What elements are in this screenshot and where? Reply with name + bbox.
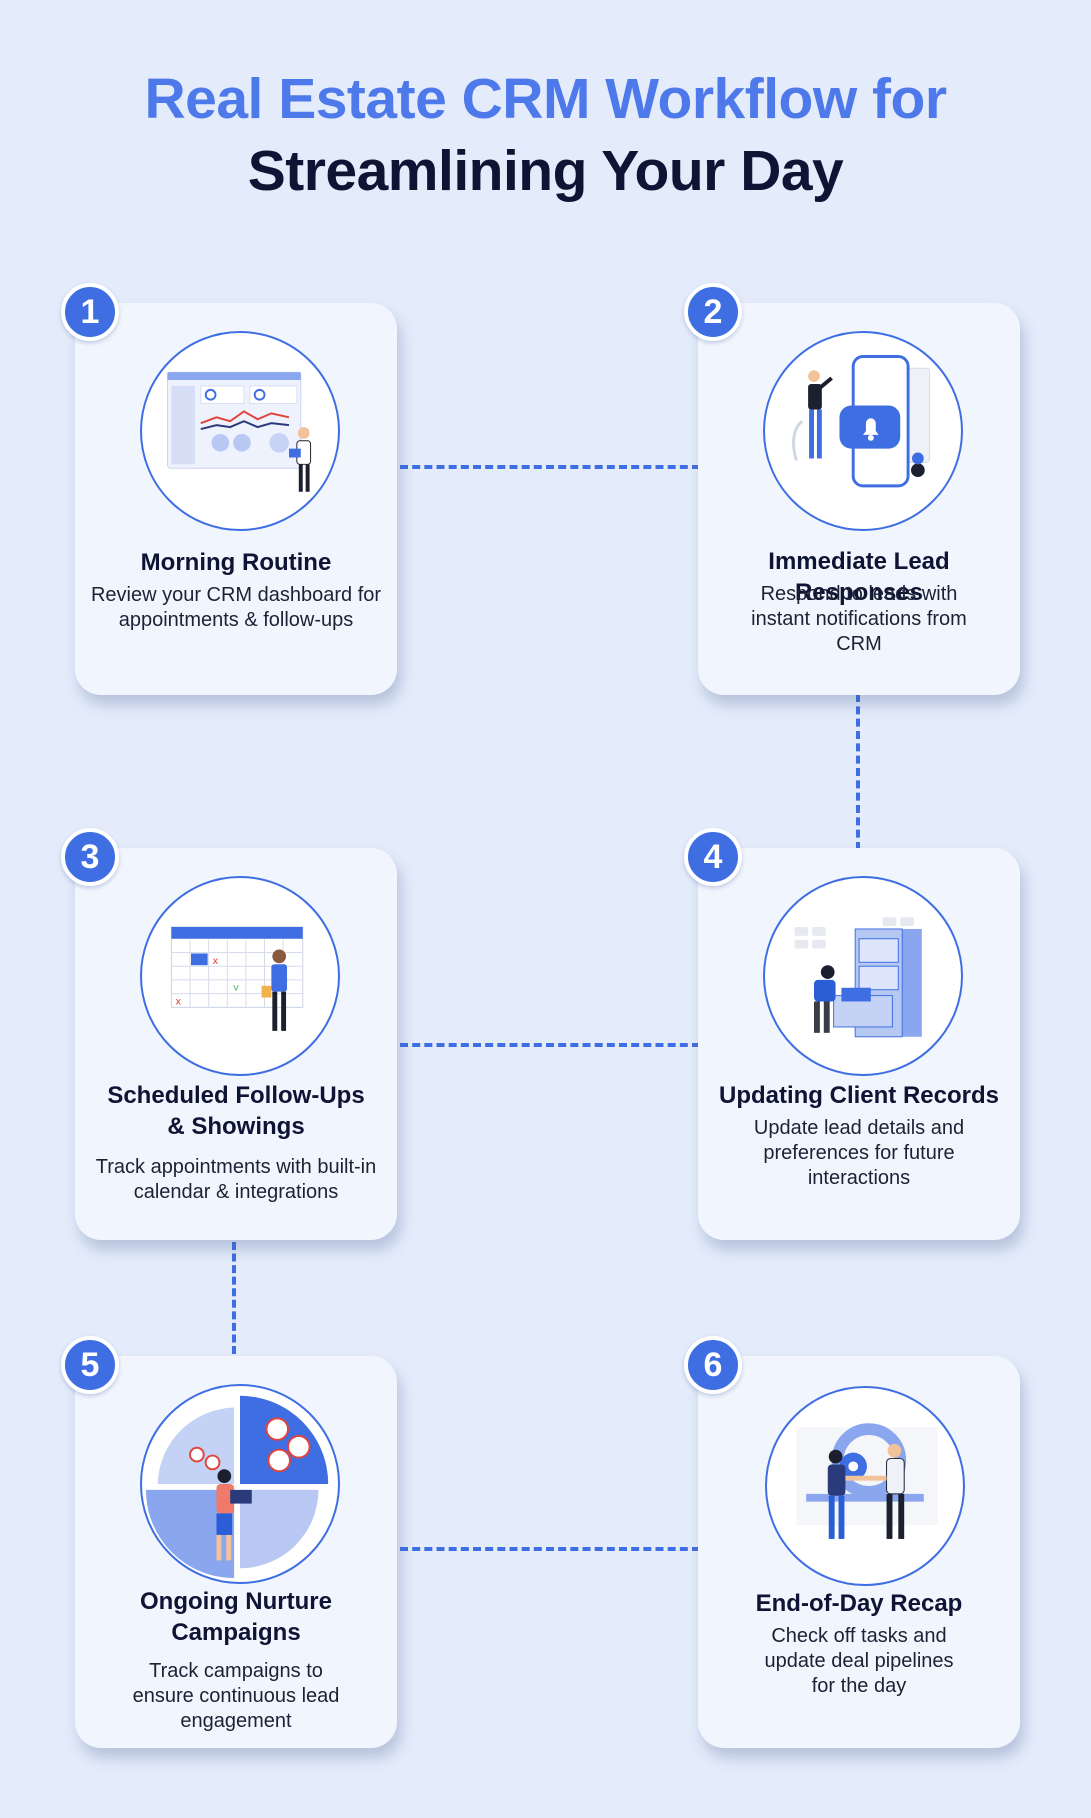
connector-1-2 [400,465,700,469]
step-title: Updating Client Records [718,1082,1000,1109]
connector-3-5 [232,1242,236,1354]
step-title: End-of-Day Recap [755,1590,963,1617]
step-card-2: 2 Immediate Lead Responses Respond to le… [684,283,1020,695]
svg-text:x: x [213,956,219,967]
step-card-4: 4 Updating Client Records Update lead de… [684,828,1020,1240]
title-line-1: Real Estate CRM Workflow for [144,67,947,131]
step-description: Update lead details and preferences for … [753,1117,965,1189]
step-description: Respond to leads with instant notificati… [751,583,967,655]
step-number: 1 [80,292,100,331]
handshake-gears-icon [765,1386,965,1586]
step-number: 3 [80,837,100,876]
step-badge: 5 [61,1336,119,1394]
step-title: Immediate Lead Responses [768,548,950,606]
connector-2-4 [856,694,860,850]
dashboard-icon [140,331,340,531]
filing-cabinet-icon [763,876,963,1076]
step-title: Scheduled Follow-Ups & Showings [107,1082,365,1140]
step-card-6: 6 End-of-Day Recap Check off tasks and u… [684,1336,1020,1748]
step-description: Track campaigns to ensure continuous lea… [132,1660,340,1732]
svg-text:v: v [233,983,239,994]
step-number: 5 [80,1345,100,1384]
step-description: Track appointments with built-in calenda… [95,1156,377,1203]
step-badge: 6 [684,1336,742,1394]
step-badge: 1 [61,283,119,341]
step-badge: 4 [684,828,742,886]
title-line-2: Streamlining Your Day [247,139,844,203]
connector-5-6 [400,1547,700,1551]
connector-3-4 [400,1043,700,1047]
step-badge: 3 [61,828,119,886]
step-number: 2 [703,292,723,331]
step-title: Morning Routine [140,549,332,576]
calendar-icon: x x v [140,876,340,1076]
step-title: Ongoing Nurture Campaigns [140,1588,332,1646]
campaign-pie-chart-icon [140,1384,340,1584]
notification-icon [763,331,963,531]
step-description: Review your CRM dashboard for appointmen… [90,584,382,631]
svg-text:x: x [175,996,181,1007]
step-card-3: x x v 3 Scheduled Follow-Ups & Showings … [61,828,397,1240]
step-number: 4 [703,837,723,876]
step-badge: 2 [684,283,742,341]
step-number: 6 [703,1345,723,1384]
step-card-5: 5 Ongoing Nurture Campaigns Track campai… [61,1336,397,1748]
step-card-1: 1 Morning Routine Review your CRM dashbo… [61,283,397,695]
step-description: Check off tasks and update deal pipeline… [764,1625,954,1697]
